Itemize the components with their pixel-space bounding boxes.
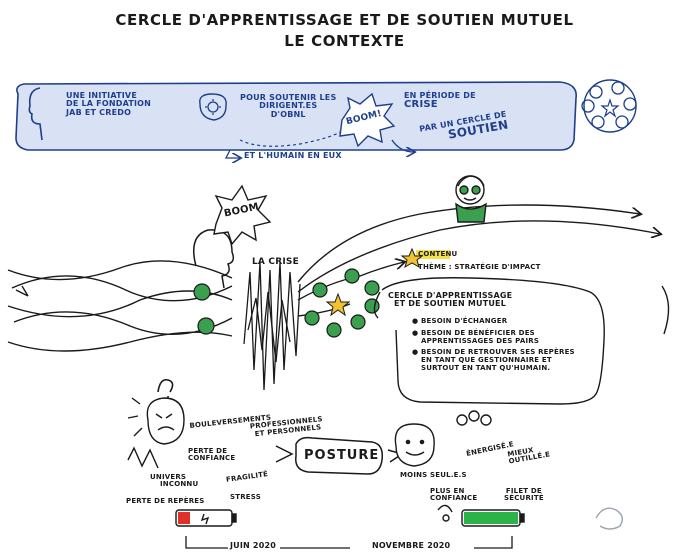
banner-support: POUR SOUTENIR LES DIRIGENT.ES D'OBNL (240, 93, 337, 119)
stress-label: STRESS (230, 493, 261, 501)
perte-confiance-label: PERTE DE CONFIANCE (188, 447, 236, 463)
happy-person (455, 175, 487, 223)
contenu-star-icon (400, 247, 450, 269)
timeline-start: JUIN 2020 (230, 541, 276, 550)
crisis-label: LA CRISE (252, 257, 299, 267)
confident-person (394, 410, 492, 522)
cercle-bullets: ● BESOIN D'ÉCHANGER ● BESOIN DE BÉNÉFICI… (412, 317, 575, 373)
artist-signature (595, 507, 623, 530)
bullet-1: ● BESOIN D'ÉCHANGER (412, 317, 508, 325)
banner-initiative: UNE INITIATIVE DE LA FONDATION JAB ET CR… (66, 91, 152, 117)
crisis-spikes (243, 261, 301, 391)
low-battery-icon (175, 509, 237, 527)
perte-reperes-label: PERTE DE REPÈRES (126, 497, 205, 505)
univers-label: UNIVERS INCONNU (150, 473, 199, 489)
support-circle (304, 268, 380, 338)
full-battery-icon (461, 509, 525, 527)
timeline (185, 536, 513, 549)
person-silhouette (193, 229, 235, 289)
context-banner (15, 79, 637, 158)
filet-label: FILET DE SÉCURITÉ (504, 487, 544, 503)
boom-burst-icon (213, 184, 272, 246)
cercle-title: CERCLE D'APPRENTISSAGE ET DE SOUTIEN MUT… (388, 291, 513, 309)
posture-label: POSTURE (304, 448, 380, 463)
posture-box (275, 436, 404, 475)
stressed-person (127, 378, 185, 469)
cercle-bubble (373, 277, 605, 405)
confiance-label: PLUS EN CONFIANCE (430, 487, 478, 503)
moins-seul-label: MOINS SEUL.E.S (400, 471, 467, 479)
green-faces-left (193, 283, 215, 335)
contenu-label: CONTENU (418, 250, 458, 258)
banner-human: ET L'HUMAIN EN EUX (244, 151, 342, 160)
timeline-end: NOVEMBRE 2020 (372, 541, 451, 550)
page-subtitle: LE CONTEXTE (284, 32, 405, 50)
theme-label: THÈME : STRATÉGIE D'IMPACT (418, 263, 541, 271)
banner-crisis: EN PÉRIODE DE CRISE (404, 91, 476, 111)
page-title: CERCLE D'APPRENTISSAGE ET DE SOUTIEN MUT… (115, 11, 574, 29)
